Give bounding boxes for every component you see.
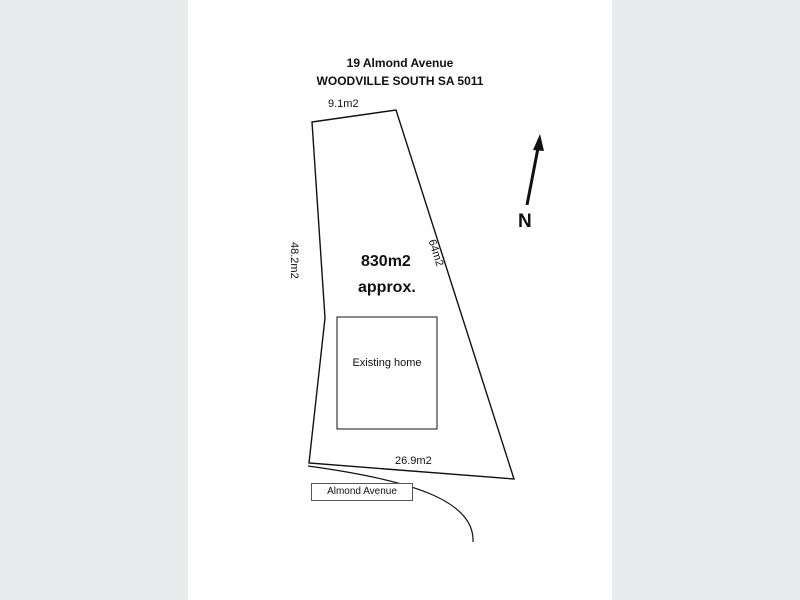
- street-name-box: Almond Avenue: [311, 483, 413, 501]
- address-line-2: WOODVILLE SOUTH SA 5011: [316, 74, 484, 88]
- existing-home-label: Existing home: [352, 357, 422, 369]
- north-arrow-icon: [525, 134, 544, 206]
- address-line-1: 19 Almond Avenue: [346, 56, 454, 70]
- area-note: approx.: [358, 279, 416, 296]
- area-value: 830m2: [361, 253, 411, 270]
- existing-home-outline: [336, 316, 438, 430]
- lot-boundary: [308, 109, 515, 480]
- south-boundary-label: 26.9m2: [395, 455, 432, 467]
- west-boundary-label: 48.2m2: [288, 242, 300, 279]
- north-boundary-label: 9.1m2: [328, 98, 359, 110]
- street-curve: [307, 465, 474, 543]
- north-label: N: [518, 211, 532, 232]
